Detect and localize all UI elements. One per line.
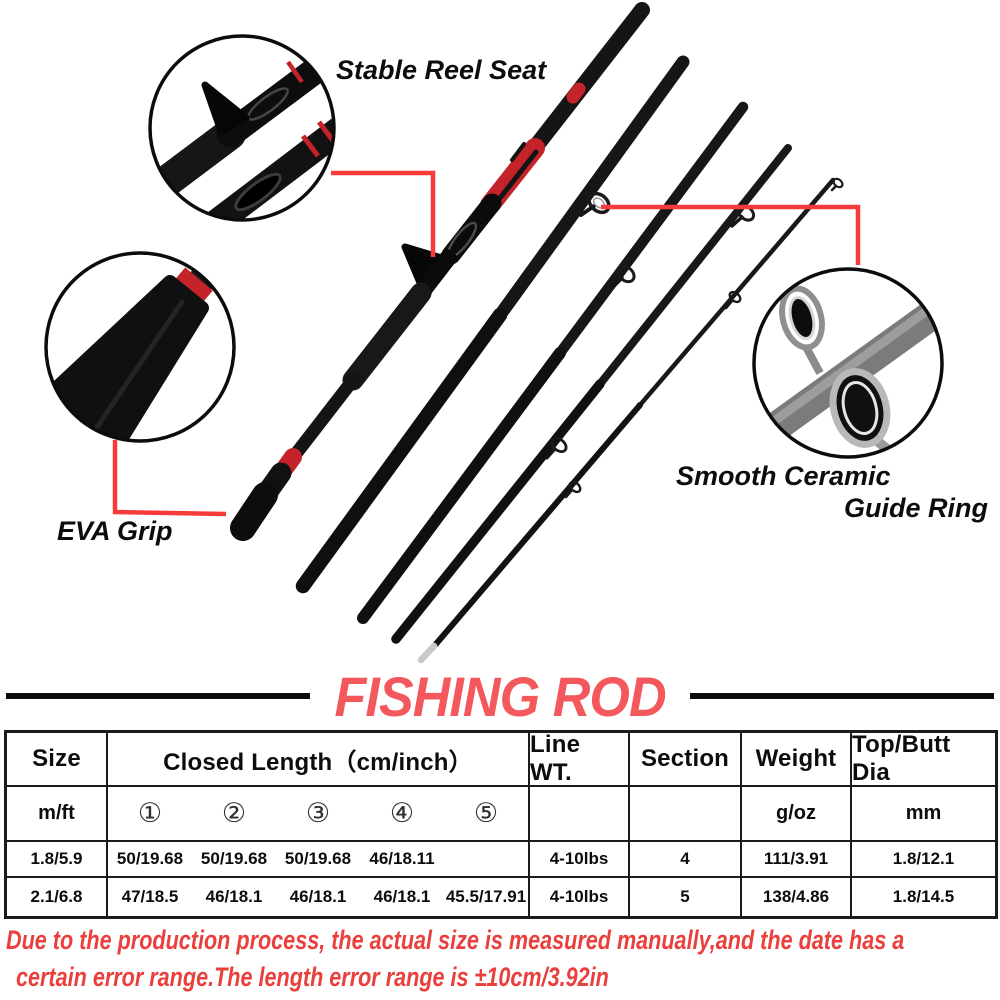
title-row: FISHING ROD [6, 664, 994, 728]
spec-table: Size Closed Length（cm/inch） Line WT. Sec… [4, 730, 998, 919]
guide-rings [545, 177, 844, 499]
section-number-2: ② [221, 798, 247, 829]
row1-size: 1.8/5.9 [7, 842, 108, 878]
title-rule-right [690, 693, 994, 699]
rod-sections [230, 2, 844, 664]
row2-closed-5: 45.5/17.91 [445, 887, 527, 906]
row2-closed-2: 46/18.1 [205, 887, 263, 906]
row2-closed-lengths: 47/18.5 46/18.1 46/18.1 46/18.1 45.5/17.… [108, 878, 530, 916]
reel-seat-detail-circle [148, 34, 336, 222]
section-numbers-row: ① ② ③ ④ ⑤ [108, 787, 530, 842]
reel-seat-label: Stable Reel Seat [336, 55, 547, 85]
col-header-closed-length: Closed Length（cm/inch） [108, 733, 530, 787]
col-header-top-butt-dia: Top/Butt Dia [852, 733, 995, 787]
rod-section-1-handle [230, 2, 650, 541]
disclaimer-line1: Due to the production process, the actua… [6, 925, 905, 955]
eva-butt-grip [230, 482, 278, 541]
title-rule-left [6, 693, 310, 699]
row1-weight: 111/3.91 [742, 842, 852, 878]
fore-grip [342, 282, 432, 391]
row2-weight: 138/4.86 [742, 878, 852, 916]
guide-ring-label-line2: Guide Ring [844, 493, 988, 523]
rod-section-2 [295, 55, 690, 594]
section-number-1: ① [137, 798, 163, 829]
callout-lines [112, 170, 861, 517]
unit-size: m/ft [7, 787, 108, 842]
row2-line-wt: 4-10lbs [530, 878, 630, 916]
callout-line-reel-seat [331, 170, 436, 257]
rod-illustration [44, 2, 944, 664]
guide-ring-label-line1: Smooth Ceramic [676, 461, 891, 491]
guide-ring-detail-circle [752, 267, 944, 459]
unit-line-wt [530, 787, 630, 842]
unit-weight: g/oz [742, 787, 852, 842]
row1-closed-3: 50/19.68 [284, 849, 352, 868]
callout-line-eva-grip [112, 440, 227, 517]
row1-closed-lengths: 50/19.68 50/19.68 50/19.68 46/18.11 [108, 842, 530, 878]
unit-section [630, 787, 742, 842]
page-title: FISHING ROD [334, 664, 666, 728]
rod-section-3 [357, 101, 749, 624]
trigger-hook-zoom [201, 81, 250, 135]
row2-closed-4: 46/18.1 [373, 887, 431, 906]
row1-closed-5 [444, 849, 528, 869]
unit-top-butt-dia: mm [852, 787, 995, 842]
row2-closed-3: 46/18.1 [289, 887, 347, 906]
col-header-section: Section [630, 733, 742, 787]
row1-closed-2: 50/19.68 [200, 849, 268, 868]
section-number-5: ⑤ [473, 798, 499, 829]
col-header-size: Size [7, 733, 108, 787]
callout-line-guide-ring [601, 204, 861, 265]
row1-section: 4 [630, 842, 742, 878]
row2-section: 5 [630, 878, 742, 916]
disclaimer-line2: certain error range.The length error ran… [16, 962, 609, 992]
rod-white-tip [417, 642, 438, 664]
section-number-4: ④ [389, 798, 415, 829]
row2-top-butt-dia: 1.8/14.5 [892, 887, 955, 906]
row1-closed-4: 46/18.11 [369, 849, 435, 868]
row1-top-butt-dia: 1.8/12.1 [852, 842, 995, 878]
eva-grip-label: EVA Grip [57, 516, 173, 546]
eva-grip-detail-circle [44, 251, 236, 443]
rod-section-4 [391, 144, 792, 644]
col-header-line-wt: Line WT. [530, 733, 630, 787]
row1-line-wt: 4-10lbs [530, 842, 630, 878]
row1-closed-1: 50/19.68 [116, 849, 184, 868]
section-number-3: ③ [305, 798, 331, 829]
row2-size: 2.1/6.8 [7, 878, 108, 916]
col-header-weight: Weight [742, 733, 852, 787]
row2-closed-1: 47/18.5 [121, 887, 179, 906]
